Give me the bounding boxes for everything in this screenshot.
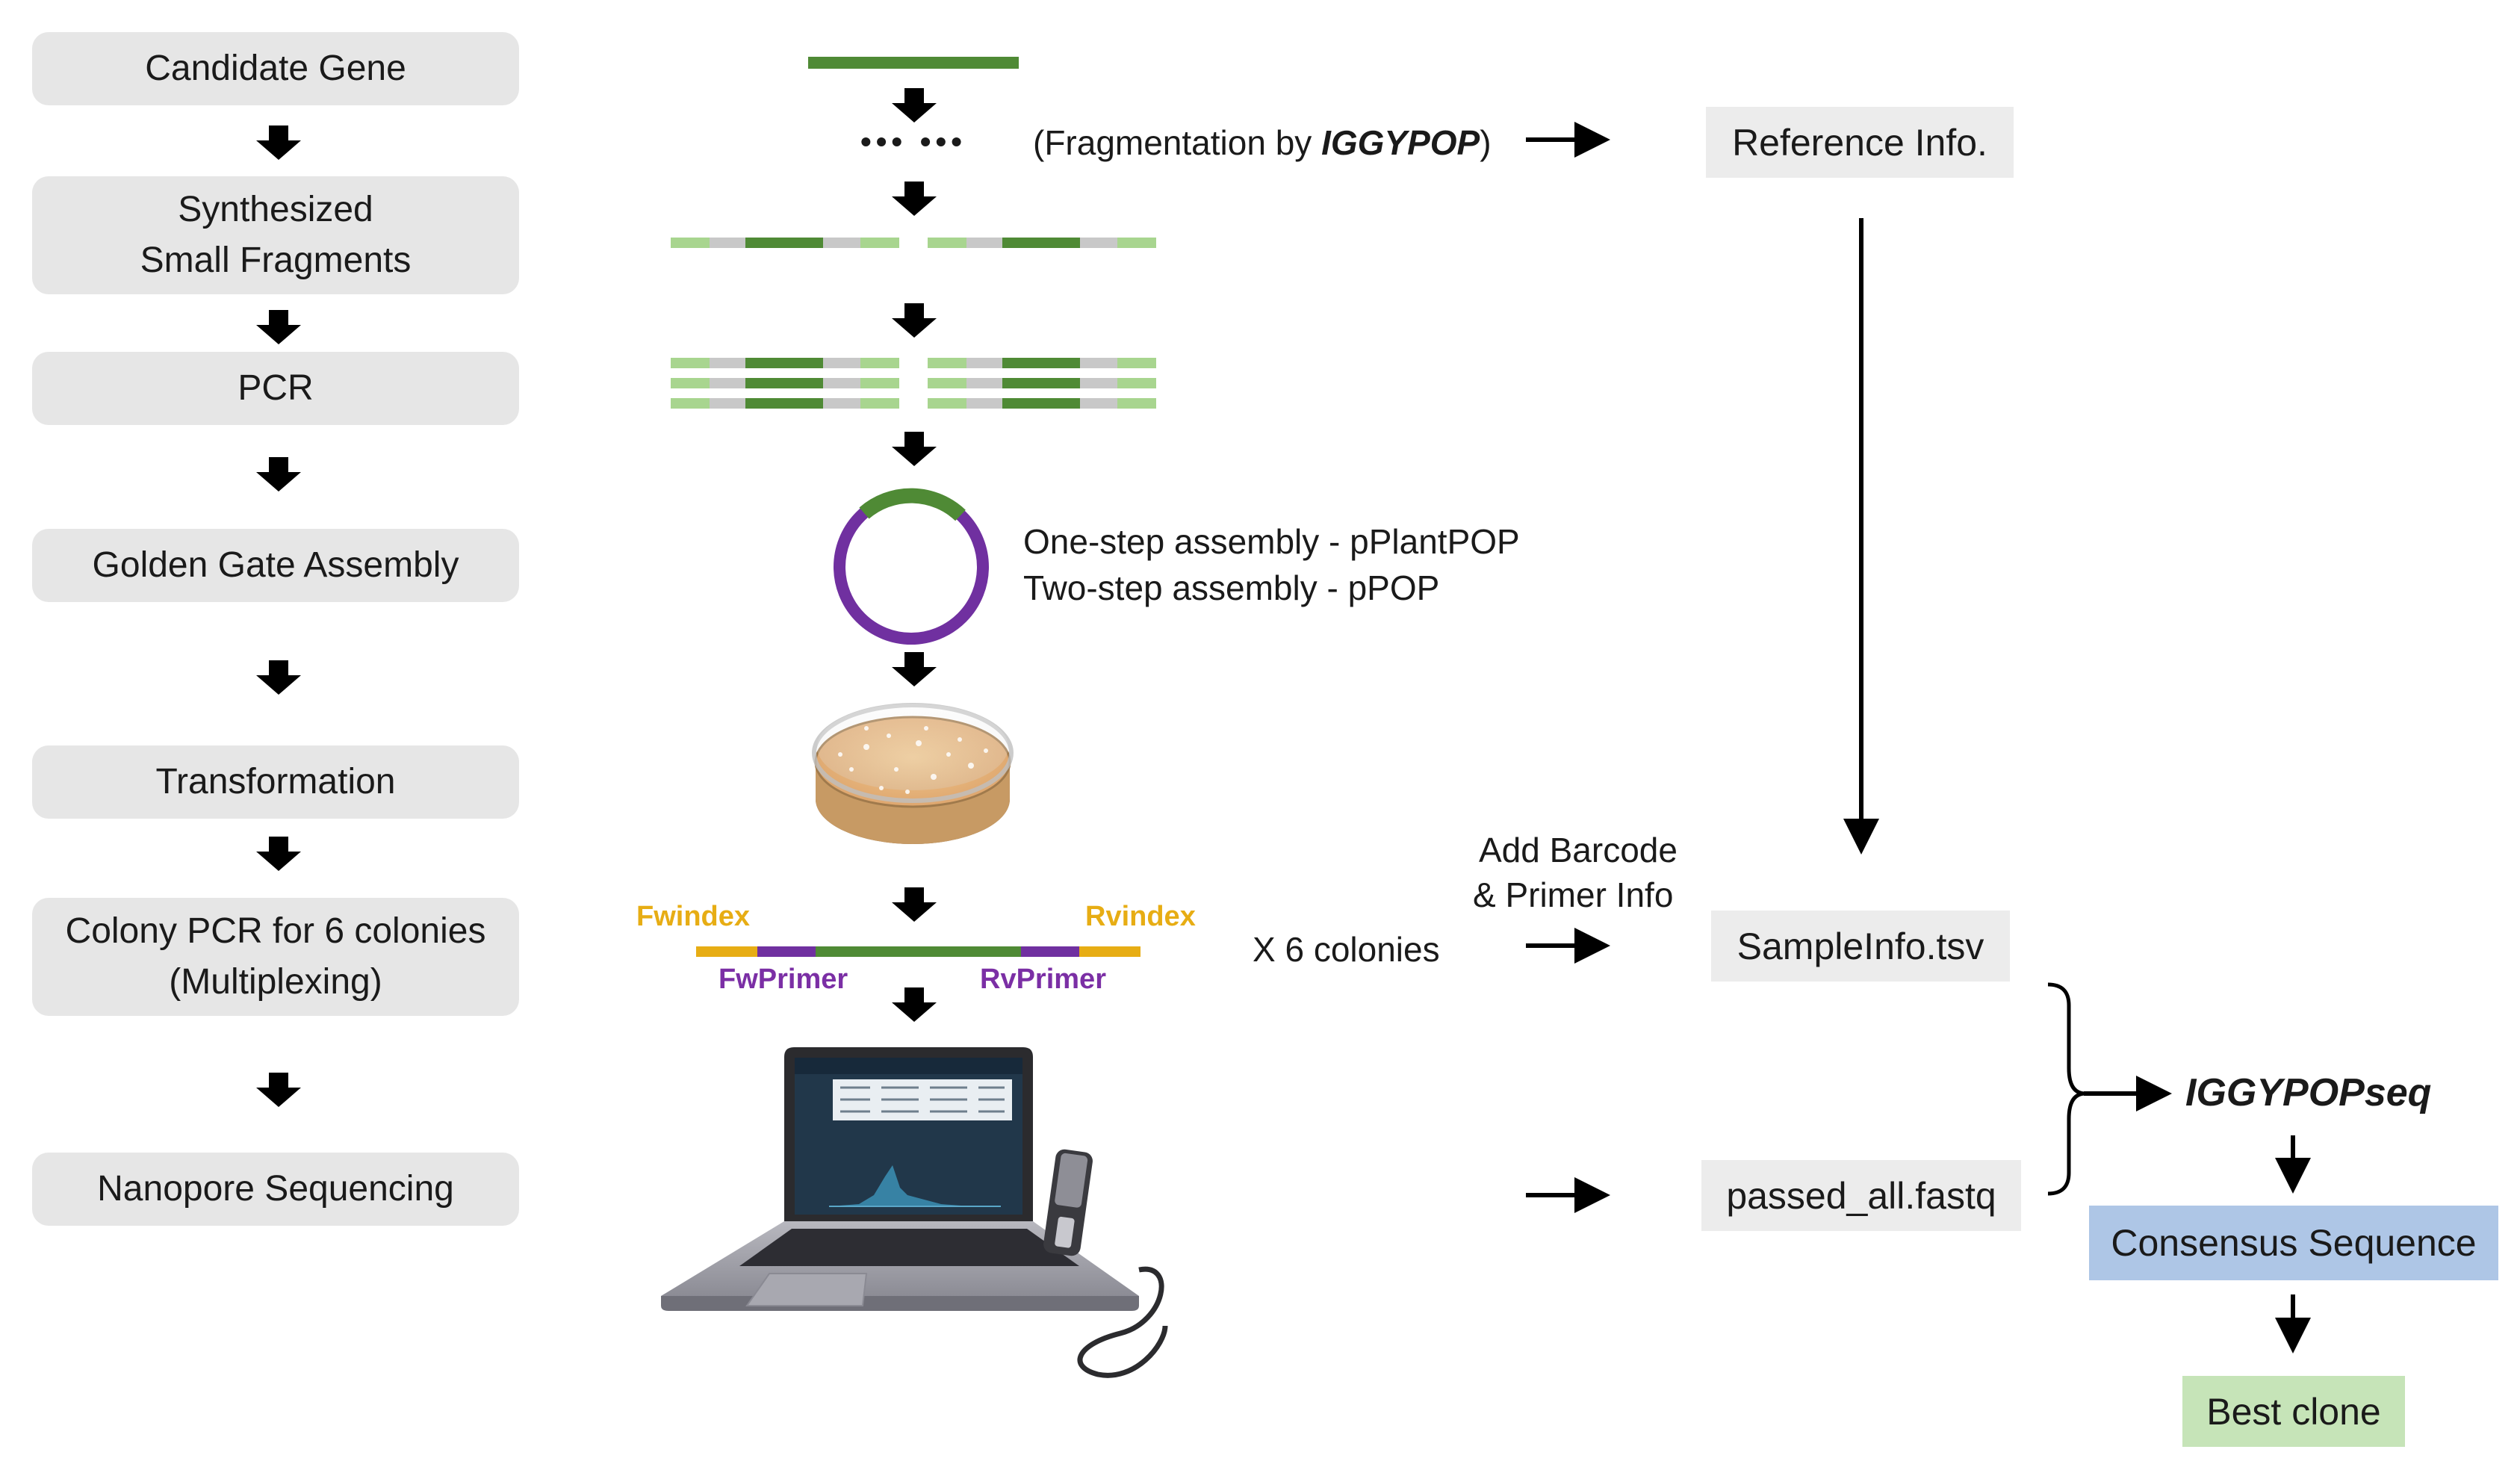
fragmentation-dots: ••• •••	[860, 124, 966, 159]
step-label: Transformation	[155, 762, 396, 801]
step-label: Colony PCR for 6 colonies	[65, 911, 486, 951]
fragmentation-prefix: (Fragmentation by	[1033, 123, 1322, 162]
pcr-amplified-fragments	[671, 358, 1156, 409]
step-label: Small Fragments	[140, 241, 412, 280]
colonies-label: X 6 colonies	[1253, 930, 1440, 969]
step-pcr: PCR	[32, 352, 519, 425]
colony-pcr-amplicon	[696, 946, 1140, 957]
fwindex-label: Fwindex	[636, 901, 751, 932]
step-colony-pcr: Colony PCR for 6 colonies (Multiplexing)	[32, 898, 519, 1016]
step-label: Synthesized	[178, 190, 373, 229]
sampleinfo-box: SampleInfo.tsv	[1711, 911, 2010, 982]
down-arrow-icon	[256, 125, 301, 160]
down-arrow-icon	[892, 303, 937, 338]
barcode-info-line1: Add Barcode	[1479, 831, 1678, 869]
step-transformation: Transformation	[32, 745, 519, 819]
step-label: PCR	[238, 368, 314, 408]
step-label: (Multiplexing)	[169, 962, 382, 1002]
step-label: Golden Gate Assembly	[92, 545, 459, 585]
step-golden-gate-assembly: Golden Gate Assembly	[32, 529, 519, 602]
down-arrow-icon	[892, 887, 937, 922]
fastq-box: passed_all.fastq	[1701, 1160, 2021, 1231]
fragmentation-suffix: )	[1480, 123, 1492, 162]
down-arrow-icon	[892, 987, 937, 1022]
rvprimer-label: RvPrimer	[980, 964, 1106, 995]
fragmentation-label: (Fragmentation by IGGYPOP)	[1033, 123, 1492, 163]
fwprimer-label: FwPrimer	[719, 964, 848, 995]
reference-info-box: Reference Info.	[1706, 107, 2014, 178]
down-arrow-icon	[892, 88, 937, 123]
merge-brace	[2047, 982, 2086, 1196]
petri-dish-icon	[812, 703, 1014, 844]
two-step-assembly-text: Two-step assembly - pPOP	[1023, 568, 1440, 607]
step-synthesized-fragments: Synthesized Small Fragments	[32, 176, 519, 294]
barcode-info-line2: & Primer Info	[1473, 875, 1674, 914]
laptop-icon	[661, 1047, 1168, 1378]
plasmid-icon	[834, 488, 989, 645]
down-arrow-icon	[256, 660, 301, 695]
left-flow-arrows	[256, 125, 301, 1107]
candidate-gene-bar	[808, 57, 1019, 69]
down-arrow-icon	[892, 652, 937, 686]
step-label: Candidate Gene	[145, 49, 406, 88]
down-arrow-icon	[256, 457, 301, 491]
vertical-arrows	[1843, 218, 2311, 1353]
iggypopseq-label: IGGYPOPseq	[2185, 1071, 2432, 1114]
consensus-sequence-box: Consensus Sequence	[2089, 1206, 2498, 1280]
down-arrow-icon	[256, 837, 301, 871]
rvindex-label: Rvindex	[1085, 901, 1196, 932]
best-clone-box: Best clone	[2182, 1376, 2405, 1447]
middle-flow-arrows	[892, 88, 937, 1022]
one-step-assembly-text: One-step assembly - pPlantPOP	[1023, 522, 1520, 561]
step-candidate-gene: Candidate Gene	[32, 32, 519, 105]
down-arrow-icon	[256, 310, 301, 344]
down-arrow-icon	[892, 432, 937, 466]
horizontal-arrows	[1526, 122, 2172, 1213]
down-arrow-icon	[256, 1073, 301, 1107]
synthesized-fragments	[671, 238, 1156, 248]
down-arrow-icon	[892, 182, 937, 216]
step-nanopore-sequencing: Nanopore Sequencing	[32, 1153, 519, 1226]
step-label: Nanopore Sequencing	[97, 1169, 454, 1209]
fragmentation-tool: IGGYPOP	[1321, 123, 1480, 162]
